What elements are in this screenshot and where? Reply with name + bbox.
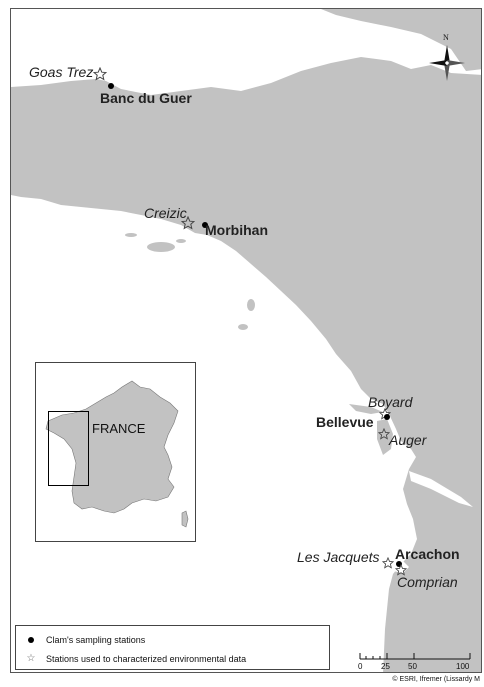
env-station-marker-comprian bbox=[395, 564, 407, 576]
sampling-station-marker-banc-du-guer bbox=[108, 83, 114, 89]
island-yeu bbox=[238, 324, 248, 330]
map-credit: © ESRI, Ifremer (Lissardy M bbox=[392, 676, 480, 683]
sampling-station-marker-morbihan bbox=[202, 222, 208, 228]
island-small-1 bbox=[125, 233, 137, 237]
env-station-marker-creizic bbox=[181, 216, 195, 230]
scale-tick-label: 25 bbox=[381, 662, 390, 671]
island-small-2 bbox=[176, 239, 186, 243]
island-re bbox=[349, 404, 383, 414]
compass-rose-icon bbox=[429, 45, 465, 81]
scale-tick-label: 100 km bbox=[456, 662, 470, 672]
inset-map: FRANCE bbox=[35, 362, 196, 542]
legend-sampling-label: Clam's sampling stations bbox=[46, 635, 146, 645]
channel-islands-land bbox=[321, 9, 481, 71]
env-station-marker-auger bbox=[378, 428, 390, 440]
legend-environmental-label: Stations used to characterized environme… bbox=[46, 653, 247, 664]
scale-bar: 0 25 50 100 km bbox=[356, 649, 480, 672]
scale-tick-label: 50 bbox=[408, 662, 417, 671]
sampling-station-label: Arcachon bbox=[395, 546, 460, 562]
legend: Clam's sampling stations ☆ Stations used… bbox=[15, 625, 330, 670]
north-arrow: N bbox=[427, 33, 467, 85]
island-belle-ile bbox=[147, 242, 175, 252]
env-station-label: Les Jacquets bbox=[297, 549, 380, 565]
brittany-land bbox=[11, 57, 481, 672]
env-station-marker-goas-trez bbox=[93, 67, 107, 81]
sampling-station-marker-bellevue bbox=[384, 414, 390, 420]
map-frame: N Goas Trez Banc du Guer Creizic Morbiha… bbox=[10, 8, 482, 673]
scale-tick-label: 0 bbox=[358, 662, 363, 671]
island-noirmoutier bbox=[247, 299, 255, 311]
env-station-label: Creizic bbox=[144, 205, 187, 221]
env-station-label: Boyard bbox=[368, 394, 413, 410]
legend-row-sampling: Clam's sampling stations bbox=[26, 635, 145, 645]
scale-bar-graphic bbox=[359, 653, 471, 660]
gironde-estuary bbox=[409, 471, 473, 507]
star-icon: ☆ bbox=[26, 653, 36, 664]
sampling-station-marker-arcachon bbox=[396, 561, 402, 567]
coastline-map bbox=[11, 9, 481, 672]
france-outline bbox=[45, 380, 189, 528]
inset-label: FRANCE bbox=[92, 421, 146, 436]
inset-extent-rectangle bbox=[48, 411, 89, 486]
dot-icon bbox=[28, 637, 34, 643]
env-station-label: Comprian bbox=[397, 574, 458, 590]
sampling-station-label: Morbihan bbox=[205, 222, 268, 238]
env-station-label: Auger bbox=[389, 432, 427, 448]
sampling-station-label: Banc du Guer bbox=[100, 90, 192, 106]
legend-row-environmental: ☆ Stations used to characterized environ… bbox=[26, 653, 247, 664]
sampling-station-label: Bellevue bbox=[316, 414, 374, 430]
env-station-marker-les-jacquets bbox=[382, 557, 394, 569]
north-label: N bbox=[443, 33, 449, 42]
env-station-label: Goas Trez bbox=[29, 64, 94, 80]
